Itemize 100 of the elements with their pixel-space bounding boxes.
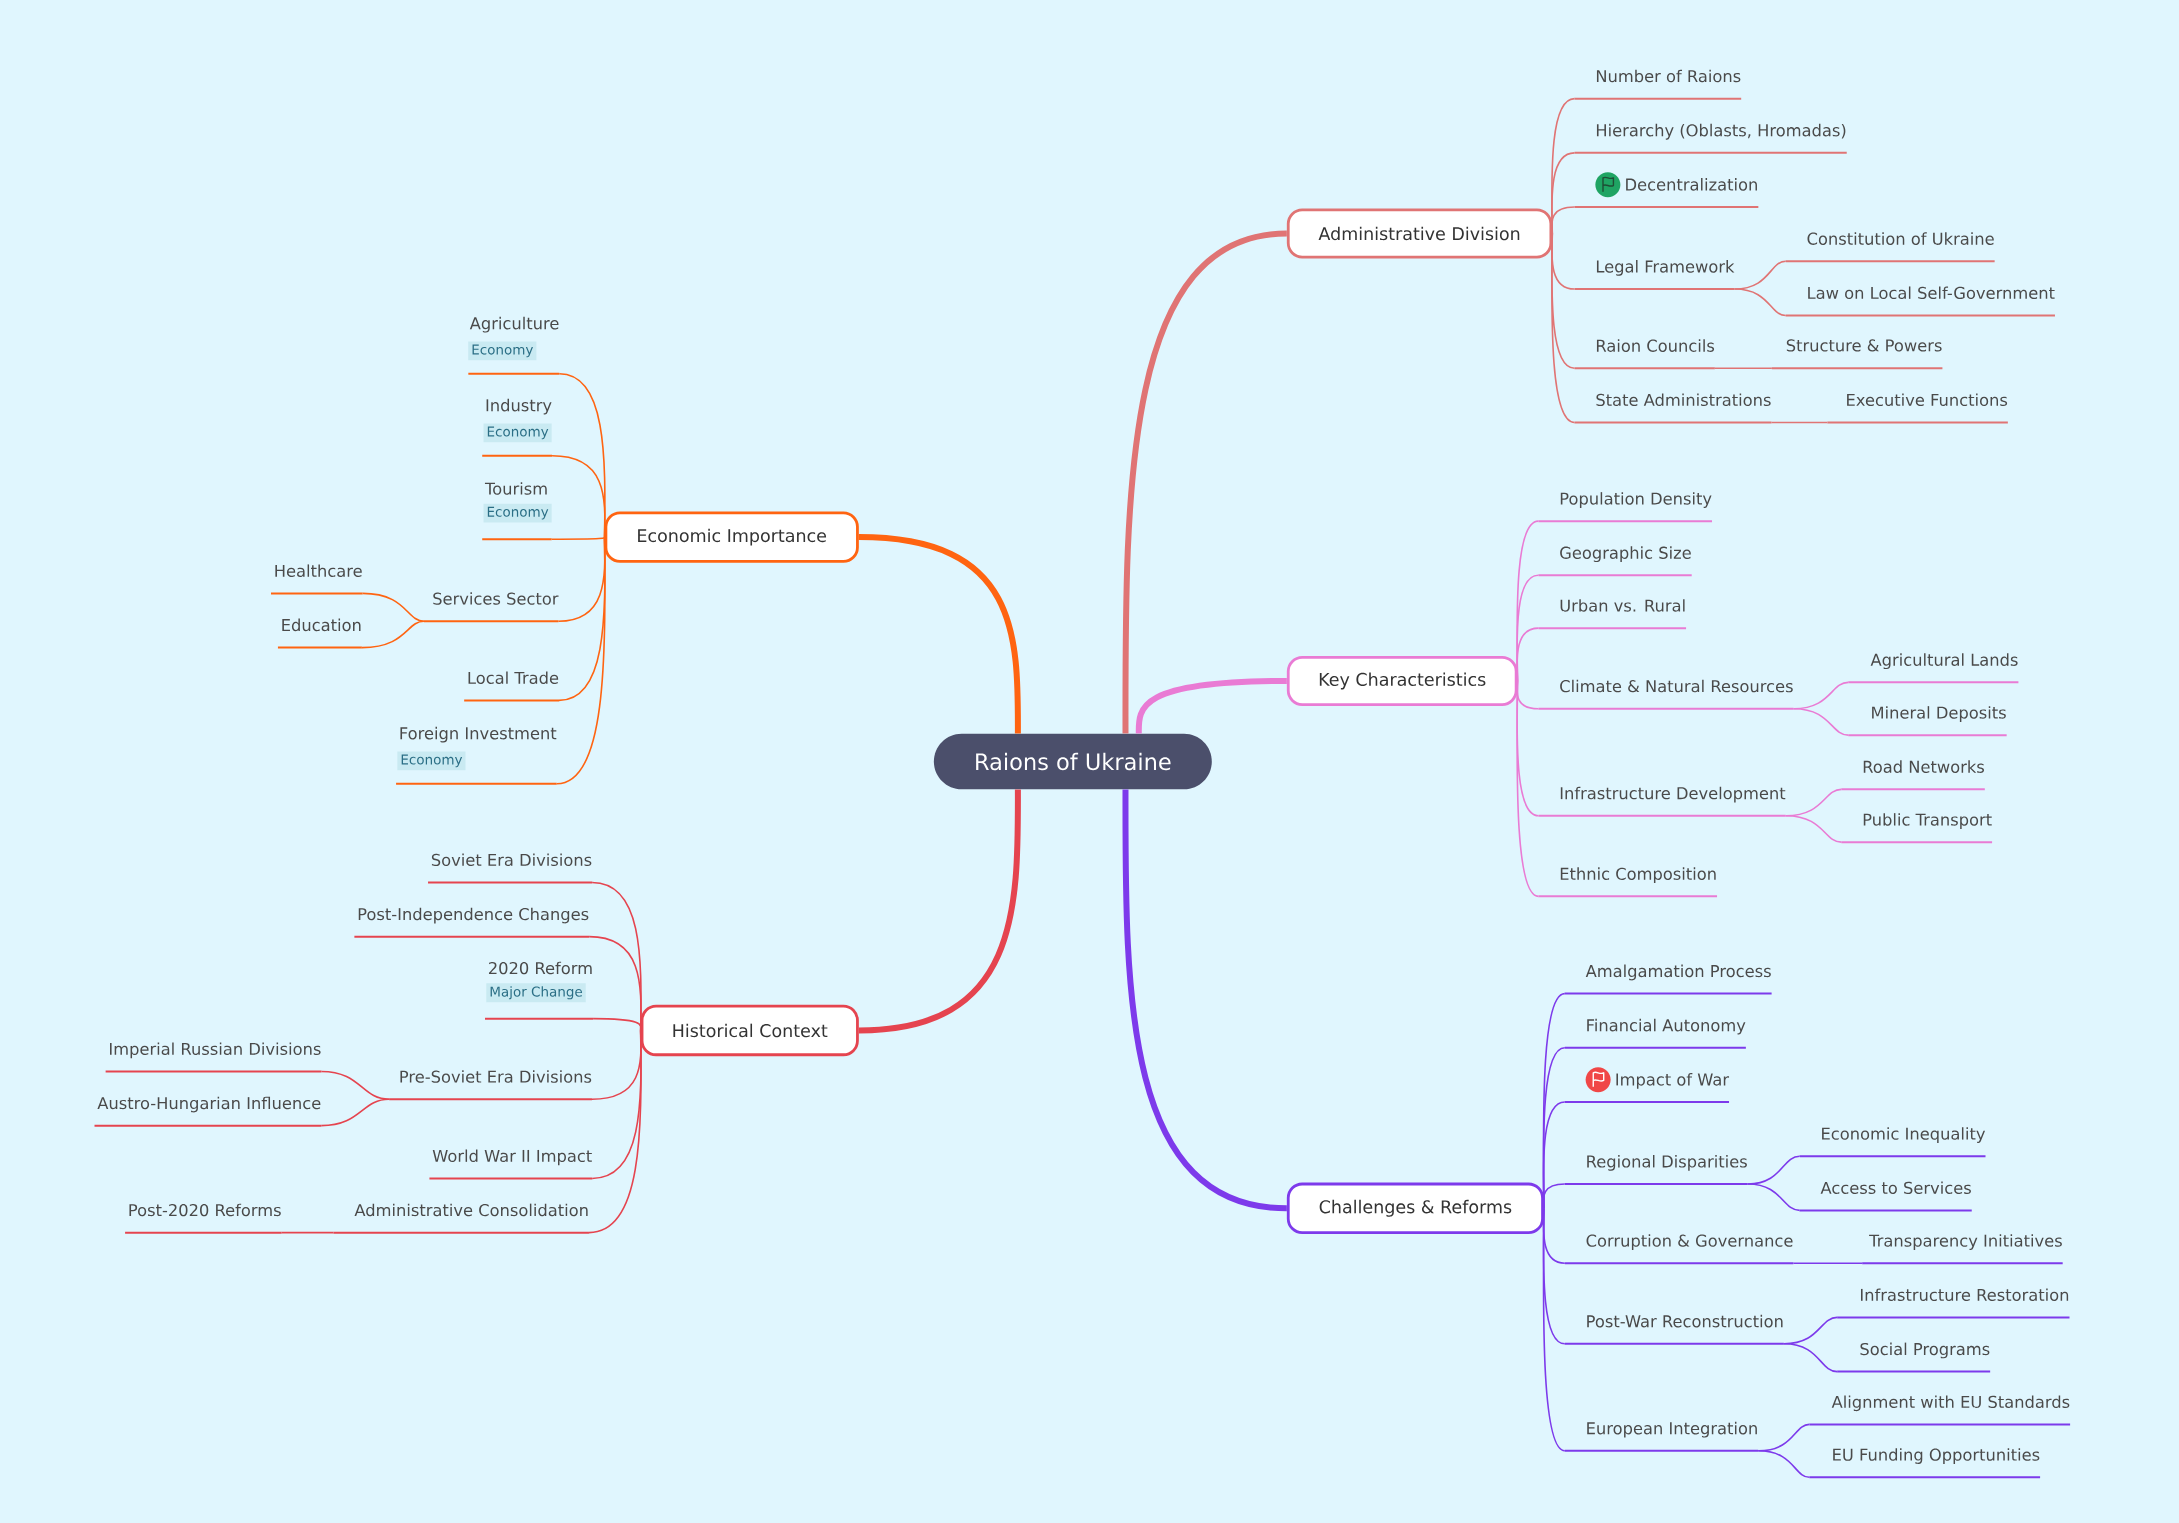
branch-line xyxy=(1122,230,1288,734)
topic-label xyxy=(1537,546,1693,577)
branch-line xyxy=(320,1098,390,1127)
topic-text: Soviet Era Divisions xyxy=(431,853,592,867)
topic-label xyxy=(1840,813,1994,844)
topic-text: Mineral Deposits xyxy=(1872,706,2006,722)
topic-text: Structure & Powers xyxy=(1786,339,1942,352)
topic-text: Tourism xyxy=(484,482,547,495)
topic-text: Regional Disparities xyxy=(1587,1155,1747,1171)
topic-box: Administrative Division xyxy=(1286,208,1553,259)
topic-text: Alignment with EU Standards xyxy=(1831,1395,2070,1412)
topic-label xyxy=(93,1096,323,1127)
central-topic: Raions of Ukraine xyxy=(933,733,1212,790)
topic-text: 2020 Reform xyxy=(488,961,592,975)
topic-text: Healthcare xyxy=(275,564,362,577)
branch-line xyxy=(1551,232,1576,424)
topic-box: Challenges & Reforms xyxy=(1286,1182,1544,1235)
branch-line xyxy=(1542,1183,1566,1210)
branch-line xyxy=(1757,1450,1811,1478)
topic-label xyxy=(1537,679,1795,710)
topic-label xyxy=(1563,1421,1760,1452)
topic-label xyxy=(1573,393,1773,424)
branch-line xyxy=(1516,680,1540,898)
topic-text: Industry xyxy=(486,398,552,415)
topic-label xyxy=(1573,123,1848,154)
topic-label xyxy=(1808,1448,2042,1479)
branch-line xyxy=(1792,1262,1863,1264)
branch-line xyxy=(858,534,1021,734)
topic-text: Education xyxy=(282,618,361,632)
branch-line xyxy=(1516,627,1540,682)
topic-text: Climate & Natural Resources xyxy=(1560,679,1793,693)
topic-label xyxy=(1784,232,1996,263)
topic-label xyxy=(1537,867,1719,898)
topic-label xyxy=(1573,339,1716,370)
topic-label xyxy=(388,1070,593,1101)
branch-line xyxy=(591,1029,642,1101)
topic-text: Economic Inequality xyxy=(1822,1127,1986,1143)
topic-box: Economic Importance xyxy=(604,511,859,563)
branch-line xyxy=(1792,707,1850,736)
branch-line xyxy=(361,592,425,622)
branch-line xyxy=(1135,677,1287,734)
topic-text: European Integration xyxy=(1587,1421,1757,1438)
topic-label xyxy=(1537,599,1688,630)
topic-text: Amalgamation Process xyxy=(1585,964,1771,981)
branch-line xyxy=(1542,1207,1566,1452)
topic-text: Population Density xyxy=(1560,492,1712,508)
topic-text: Local Trade xyxy=(468,671,559,684)
topic-text: Corruption & Governance xyxy=(1586,1234,1793,1250)
topic-text: Post-War Reconstruction xyxy=(1587,1314,1783,1328)
branch-line xyxy=(1784,814,1843,843)
topic-label xyxy=(428,1149,594,1180)
topic-text: Impact of War xyxy=(1616,1073,1730,1089)
topic-text: Agriculture xyxy=(469,316,559,333)
topic-box: Key Characteristics xyxy=(1286,655,1518,706)
topic-text: Urban vs. Rural xyxy=(1560,599,1685,612)
topic-text: World War II Impact xyxy=(432,1149,592,1166)
topic-label xyxy=(1770,339,1944,370)
branch-line xyxy=(320,1070,390,1101)
topic-label xyxy=(1537,492,1713,523)
topic-text: EU Funding Opportunities xyxy=(1833,1448,2040,1464)
topic-text: Austro-Hungarian Influence xyxy=(97,1096,321,1113)
topic-label xyxy=(395,726,558,785)
topic-text: Post-2020 Reforms xyxy=(129,1203,281,1217)
topic-label xyxy=(1798,1181,1973,1212)
topic-label xyxy=(1861,1234,2064,1265)
branch-line xyxy=(1746,1183,1801,1212)
topic-text: Infrastructure Restoration xyxy=(1861,1288,2069,1302)
branch-line xyxy=(555,536,606,785)
topic-text: Public Transport xyxy=(1863,813,1992,829)
branch-line xyxy=(592,1017,642,1032)
branch-line xyxy=(1783,1343,1838,1373)
topic-text: Foreign Investment xyxy=(400,726,557,743)
topic-label xyxy=(1563,1314,1785,1345)
branch-line xyxy=(1733,288,1787,317)
topic-text: Number of Raions xyxy=(1596,69,1741,83)
topic-text: Imperial Russian Divisions xyxy=(110,1042,321,1059)
topic-label xyxy=(1563,1073,1731,1103)
topic-label xyxy=(353,907,591,938)
topic-label xyxy=(481,398,554,457)
topic-text: Constitution of Ukraine xyxy=(1807,232,1994,245)
branch-line xyxy=(551,455,606,538)
topic-text: Transparency Initiatives xyxy=(1869,1234,2062,1250)
branch-line xyxy=(361,620,425,649)
topic-text: Administrative Consolidation xyxy=(354,1203,588,1217)
topic-label xyxy=(1847,653,2020,684)
topic-label xyxy=(1563,1018,1747,1049)
topic-label xyxy=(1573,260,1736,291)
topic-label xyxy=(427,853,594,884)
topic-label xyxy=(270,564,364,595)
topic-text: Financial Autonomy xyxy=(1587,1018,1746,1035)
topic-text: Raion Councils xyxy=(1596,339,1715,352)
topic-text: Road Networks xyxy=(1863,760,1984,773)
topic-text: State Administrations xyxy=(1596,393,1771,407)
topic-text: Pre-Soviet Era Divisions xyxy=(400,1070,592,1083)
topic-text: Post-Independence Changes xyxy=(358,907,589,924)
topic-label xyxy=(1537,786,1787,817)
topic-label xyxy=(463,671,560,702)
tag-label: Major Change xyxy=(486,983,586,1003)
topic-text: Hierarchy (Oblasts, Hromadas) xyxy=(1596,123,1846,140)
topic-text: Access to Services xyxy=(1820,1181,1971,1194)
